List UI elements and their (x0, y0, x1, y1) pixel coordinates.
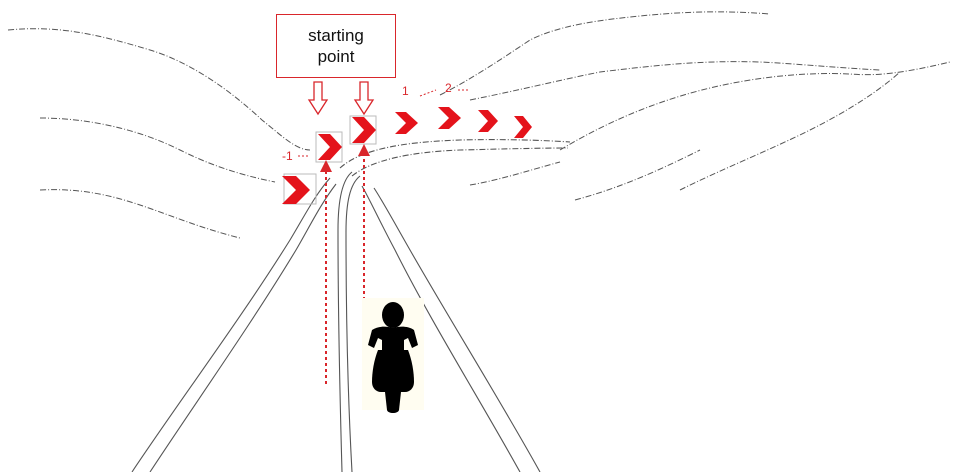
contour-line (470, 62, 880, 100)
starting-point-label-box: starting point (276, 14, 396, 78)
contour-line (560, 62, 950, 150)
road-curve-edge (352, 148, 568, 176)
road-left-edge-inner (150, 184, 336, 472)
sight-lines (326, 150, 364, 384)
down-arrow-icon (355, 82, 373, 114)
motorcycle-rider (362, 298, 424, 413)
contour-line (40, 190, 240, 238)
chevron-marker-icon (438, 107, 461, 129)
contour-line (680, 72, 900, 190)
down-arrow-icon (309, 82, 327, 114)
sequence-label-minus-one: -1 (282, 150, 293, 162)
road-centre-line-right (346, 176, 360, 472)
chevron-marker-icon (478, 110, 498, 132)
chevron-marker-icon (395, 112, 418, 134)
road-left-edge-outer (132, 178, 330, 472)
sequence-label-two: 2 (445, 82, 452, 94)
landscape-contours (8, 12, 950, 238)
chevron-marker-icon (514, 116, 532, 138)
chevron-marker-icon (282, 176, 310, 204)
contour-line (470, 162, 560, 185)
chevron-marker-icon (318, 134, 342, 160)
sequence-label-one: 1 (402, 85, 409, 97)
contour-line (40, 118, 275, 182)
starting-point-arrows (309, 82, 373, 114)
contour-line (440, 12, 770, 95)
contour-line (575, 150, 700, 200)
starting-point-label: starting point (308, 25, 364, 67)
chevron-marker-icon (352, 117, 376, 143)
road (132, 140, 570, 472)
contour-line (8, 29, 310, 150)
sequence-dash (420, 90, 436, 96)
